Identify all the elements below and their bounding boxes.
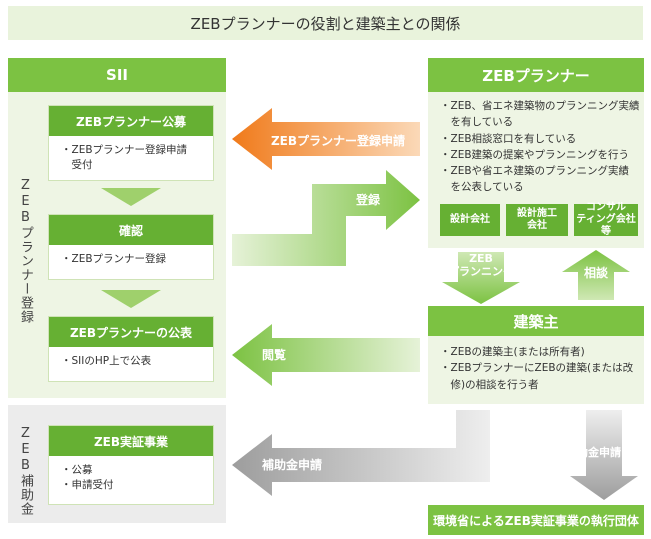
label-planning: ZEB プランニング (448, 252, 514, 279)
arrow-planning (442, 252, 520, 304)
planner-header: ZEBプランナー (428, 58, 644, 92)
planner-header-label: ZEBプランナー (482, 66, 590, 85)
executor-box: 環境省によるZEB実証事業の執行団体 (428, 505, 644, 535)
arrow-subsidy-application (232, 410, 490, 496)
step-recruitment-title: ZEBプランナー公募 (49, 106, 213, 136)
chip-design-firm: 設計会社 (440, 204, 500, 236)
owner-bullets: ・ZEBの建築主(または所有者) ・ZEBプランナーにZEBの建築(または改 修… (440, 344, 640, 393)
planner-bullets: ・ZEB、省エネ建築物のプランニング実績 を有している ・ZEB相談窓口を有して… (440, 98, 640, 196)
planner-bullet: ・ZEB建築の提案やプランニングを行う (440, 148, 630, 161)
arrow-subsidy-down (570, 410, 638, 500)
side-label-subsidy: ZEB補助金 (18, 426, 33, 516)
label-consult: 相談 (584, 266, 609, 280)
planner-bullet: ・ZEB、省エネ建築物のプランニング実績 を有している (440, 100, 640, 129)
step-demonstration-body: ・公募 ・申請受付 (61, 464, 114, 492)
owner-header: 建築主 (428, 306, 644, 336)
planner-bullet: ・ZEB相談窓口を有している (440, 132, 577, 145)
step-demonstration: ZEB実証事業 ・公募 ・申請受付 (48, 425, 214, 505)
arrow-registration-application (232, 108, 420, 170)
step-recruitment: ZEBプランナー公募 ・ZEBプランナー登録申請 受付 (48, 105, 214, 181)
step-confirmation: 確認 ・ZEBプランナー登録 (48, 214, 214, 280)
step-confirmation-title: 確認 (49, 215, 213, 245)
chip-consulting: コンサル ティング会社等 (574, 202, 638, 237)
side-label-registration: ZEBプランナー登録 (18, 178, 33, 324)
owner-bullet: ・ZEBの建築主(または所有者) (440, 346, 585, 358)
sii-header-label: SII (106, 66, 128, 84)
step-demonstration-title: ZEB実証事業 (49, 426, 213, 456)
sii-header: SII (8, 58, 226, 92)
owner-header-label: 建築主 (513, 312, 559, 331)
label-subsidy-application: 補助金申請 (262, 458, 323, 472)
label-subsidy-vertical: 補助金申請 (566, 446, 621, 459)
step-publication-title: ZEBプランナーの公表 (49, 317, 213, 347)
label-browse: 閲覧 (262, 348, 287, 362)
arrow-registration (232, 170, 420, 266)
label-registration-application: ZEBプランナー登録申請 (270, 134, 406, 148)
planner-bullet: ・ZEBや省エネ建築のプランニング実績 を公表している (440, 165, 630, 194)
page-title-text: ZEBプランナーの役割と建築主との関係 (190, 14, 461, 33)
step-publication-body: ・SIIのHP上で公表 (61, 355, 152, 367)
executor-label: 環境省によるZEB実証事業の執行団体 (433, 513, 639, 528)
flow-arrow-2 (101, 290, 161, 308)
chip-design-build: 設計施工 会社 (506, 204, 568, 236)
arrow-consult (562, 250, 630, 300)
step-recruitment-body: ・ZEBプランナー登録申請 受付 (61, 144, 188, 172)
owner-bullet: ・ZEBプランナーにZEBの建築(または改 修)の相談を行う者 (440, 362, 634, 391)
flow-arrow-1 (101, 188, 161, 206)
step-confirmation-body: ・ZEBプランナー登録 (61, 253, 167, 265)
step-publication: ZEBプランナーの公表 ・SIIのHP上で公表 (48, 316, 214, 382)
arrow-browse (232, 324, 420, 386)
page-title: ZEBプランナーの役割と建築主との関係 (8, 6, 643, 40)
label-registration: 登録 (356, 193, 381, 207)
